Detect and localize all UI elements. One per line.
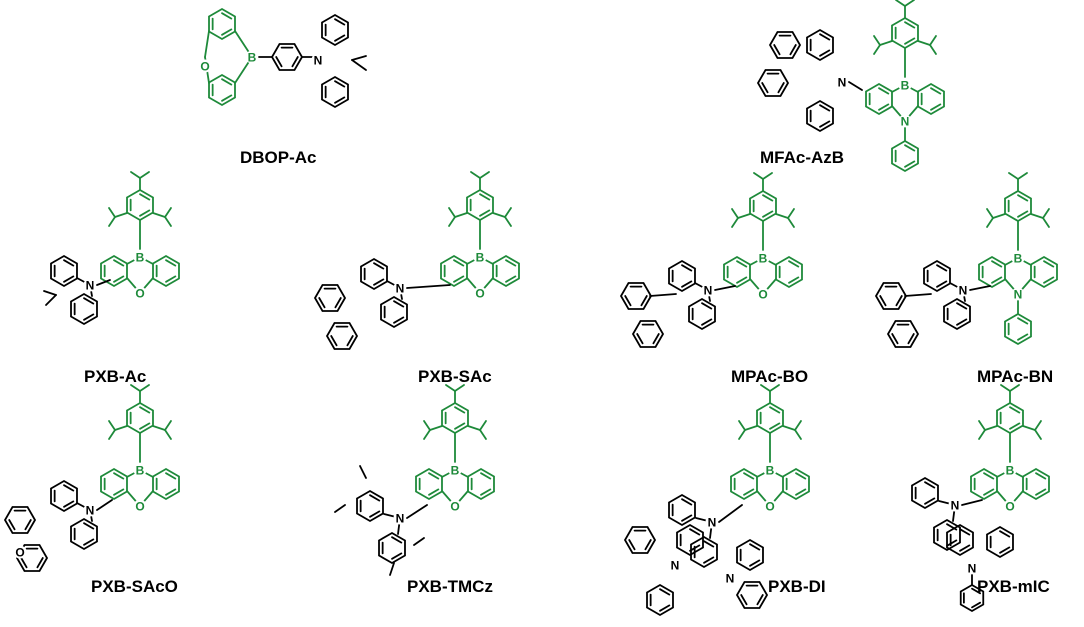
label-pxb-di: PXB-DI [768, 577, 826, 596]
nitrogen-atom: N [671, 559, 680, 573]
label-pxb-saco: PXB-SAcO [91, 577, 178, 596]
oxygen-atom: O [475, 287, 484, 301]
boron-atom: B [451, 464, 460, 478]
molecule-pxb-sac: B O N [313, 171, 520, 350]
nitrogen-atom: N [726, 572, 735, 586]
boron-atom: B [136, 464, 145, 478]
nitrogen-atom: N [968, 562, 977, 576]
oxygen-atom: O [758, 288, 767, 302]
molecule-pxb-ac: B O N [43, 171, 180, 326]
label-pxb-mic: PXB-mIC [977, 577, 1050, 596]
boron-atom: B [759, 252, 768, 266]
boron-atom: B [766, 464, 775, 478]
label-pxb-tmcz: PXB-TMCz [407, 577, 493, 596]
boron-atom: B [248, 51, 257, 65]
nitrogen-atom: N [959, 284, 968, 298]
label-pxb-sac: PXB-SAc [418, 367, 492, 386]
molecule-pxb-tmcz: B O N [334, 384, 495, 576]
molecule-mpac-bo: B O N [619, 172, 803, 348]
label-dbop-ac: DBOP-Ac [240, 148, 317, 167]
nitrogen-atom: N [708, 516, 717, 530]
oxygen-atom: O [135, 287, 144, 301]
molecule-pxb-di: B O N N N [623, 384, 810, 617]
nitrogen-atom: N [838, 76, 847, 90]
oxygen-atom: O [765, 500, 774, 514]
label-mfac-azb: MFAc-AzB [760, 148, 845, 167]
oxygen-atom: O [15, 546, 24, 560]
nitrogen-atom: N [396, 282, 405, 296]
label-pxb-ac: PXB-Ac [84, 367, 147, 386]
molecule-mpac-bn: B N N [874, 172, 1058, 348]
nitrogen-atom: N [901, 115, 910, 129]
nitrogen-atom: N [704, 284, 713, 298]
oxygen-atom: O [135, 500, 144, 514]
molecule-mfac-azb: N B N [756, 0, 945, 173]
boron-atom: B [1014, 252, 1023, 266]
boron-atom: B [901, 79, 910, 93]
label-mpac-bo: MPAc-BO [731, 367, 809, 386]
oxygen-atom: O [200, 60, 209, 74]
molecule-pxb-mic: B O N N [911, 384, 1050, 613]
label-mpac-bn: MPAc-BN [977, 367, 1054, 386]
boron-atom: B [136, 251, 145, 265]
nitrogen-atom: N [396, 512, 405, 526]
nitrogen-atom: N [86, 279, 95, 293]
boron-atom: B [1006, 464, 1015, 478]
oxygen-atom: O [450, 500, 459, 514]
nitrogen-atom: N [951, 499, 960, 513]
nitrogen-atom: N [314, 54, 323, 68]
oxygen-atom: O [1005, 500, 1014, 514]
molecule-pxb-saco: B O N O [3, 384, 180, 572]
nitrogen-atom: N [86, 504, 95, 518]
nitrogen-atom: N [1014, 288, 1023, 302]
boron-atom: B [476, 251, 485, 265]
